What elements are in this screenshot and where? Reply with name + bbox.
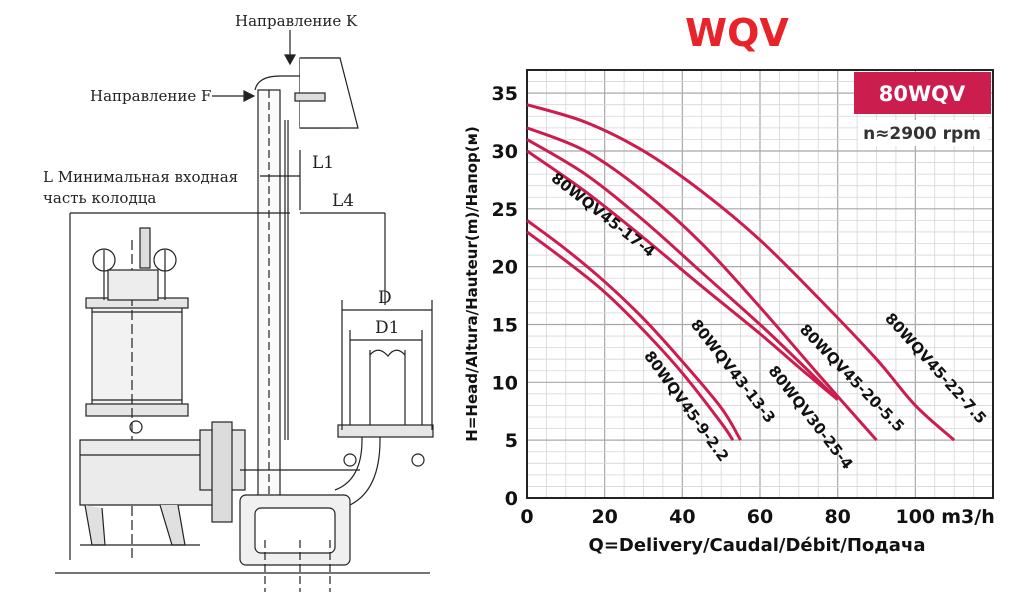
l-min-label-line2: часть колодца xyxy=(43,189,156,207)
x-tick-label: 20 xyxy=(591,506,617,528)
y-tick-label: 30 xyxy=(492,141,518,163)
direction-k-label: Направление K xyxy=(235,12,358,30)
axis-ticks: 0 20 40 60 80 100 0 5 10 15 20 25 30 35 xyxy=(492,83,936,528)
curve-80WQV45-20-5.5 xyxy=(526,126,878,442)
curve-80WQV45-17-4 xyxy=(526,138,839,401)
x-tick-label: 100 xyxy=(895,506,935,528)
l4-label: L4 xyxy=(332,191,354,211)
curve-80WQV45-22-7.5 xyxy=(526,103,956,442)
d1-label: D1 xyxy=(375,318,399,338)
curve-80WQV43-13-3 xyxy=(526,219,742,441)
y-tick-label: 0 xyxy=(505,488,518,510)
curve-series xyxy=(526,103,956,442)
y-tick-label: 5 xyxy=(505,430,518,452)
y-tick-label: 35 xyxy=(492,83,518,105)
model-badge xyxy=(854,72,991,114)
curve-80WQV30-25-4 xyxy=(526,149,839,401)
model-badge-text: 80WQV xyxy=(879,82,966,106)
y-tick-label: 10 xyxy=(492,372,518,394)
l-min-label-line1: L Минимальная входная xyxy=(43,168,238,186)
d-label: D xyxy=(378,288,392,308)
l1-label: L1 xyxy=(312,153,334,173)
speed-label: n≈2900 rpm xyxy=(863,124,981,144)
curve-labels: 80WQV45-22-7.580WQV45-20-5.580WQV45-17-4… xyxy=(548,169,990,473)
y-tick-label: 15 xyxy=(492,314,518,336)
x-axis-label: Q=Delivery/Caudal/Débit/Подача xyxy=(589,535,926,556)
x-tick-label: 80 xyxy=(824,506,850,528)
x-tick-label: 40 xyxy=(669,506,695,528)
x-tick-label: 60 xyxy=(747,506,773,528)
pump-installation-drawing: Направление K Направление F L Минимальна… xyxy=(43,12,434,592)
chart-title: WQV xyxy=(685,11,789,55)
x-tick-label: 0 xyxy=(520,506,533,528)
y-axis-label: H=Head/Altura/Hauteur(m)/Напор(м) xyxy=(463,126,481,441)
x-unit-label: m3/h xyxy=(941,506,994,528)
y-tick-label: 25 xyxy=(492,199,518,221)
y-tick-label: 20 xyxy=(492,257,518,279)
plot-frame xyxy=(526,69,994,499)
curve-80WQV45-9-2.2 xyxy=(526,230,735,441)
direction-f-label: Направление F xyxy=(90,87,211,105)
